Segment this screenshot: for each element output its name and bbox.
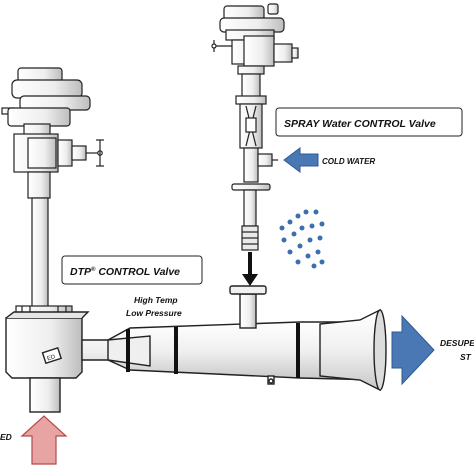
inlet-label-partial: ED	[0, 432, 12, 442]
nameplate-text: ED	[46, 354, 56, 362]
dtp-valve-label-box: DTP® CONTROL Valve	[61, 255, 203, 285]
cold-water-label: COLD WATER	[322, 157, 375, 166]
spray-water-valve	[211, 3, 299, 251]
desuperheater-body: ED	[5, 285, 387, 413]
dtp-valve-label: DTP® CONTROL Valve	[70, 266, 180, 278]
pipe-bands	[126, 323, 300, 378]
spray-dots	[279, 209, 325, 269]
inlet-arrow-icon	[20, 415, 68, 465]
spray-valve-label-box: SPRAY Water CONTROL Valve	[275, 107, 463, 137]
cold-water-arrow-icon	[283, 147, 319, 173]
low-pressure-label: Low Pressure	[126, 308, 182, 318]
outlet-arrow-icon	[391, 314, 435, 386]
desuperheated-label-line1: DESUPE	[440, 338, 474, 348]
desuperheated-label-line2: ST	[460, 352, 472, 362]
down-arrow-icon	[242, 252, 258, 286]
dtp-valve	[1, 67, 104, 317]
high-temp-label: High Temp	[134, 295, 178, 305]
spray-valve-label: SPRAY Water CONTROL Valve	[284, 118, 436, 130]
